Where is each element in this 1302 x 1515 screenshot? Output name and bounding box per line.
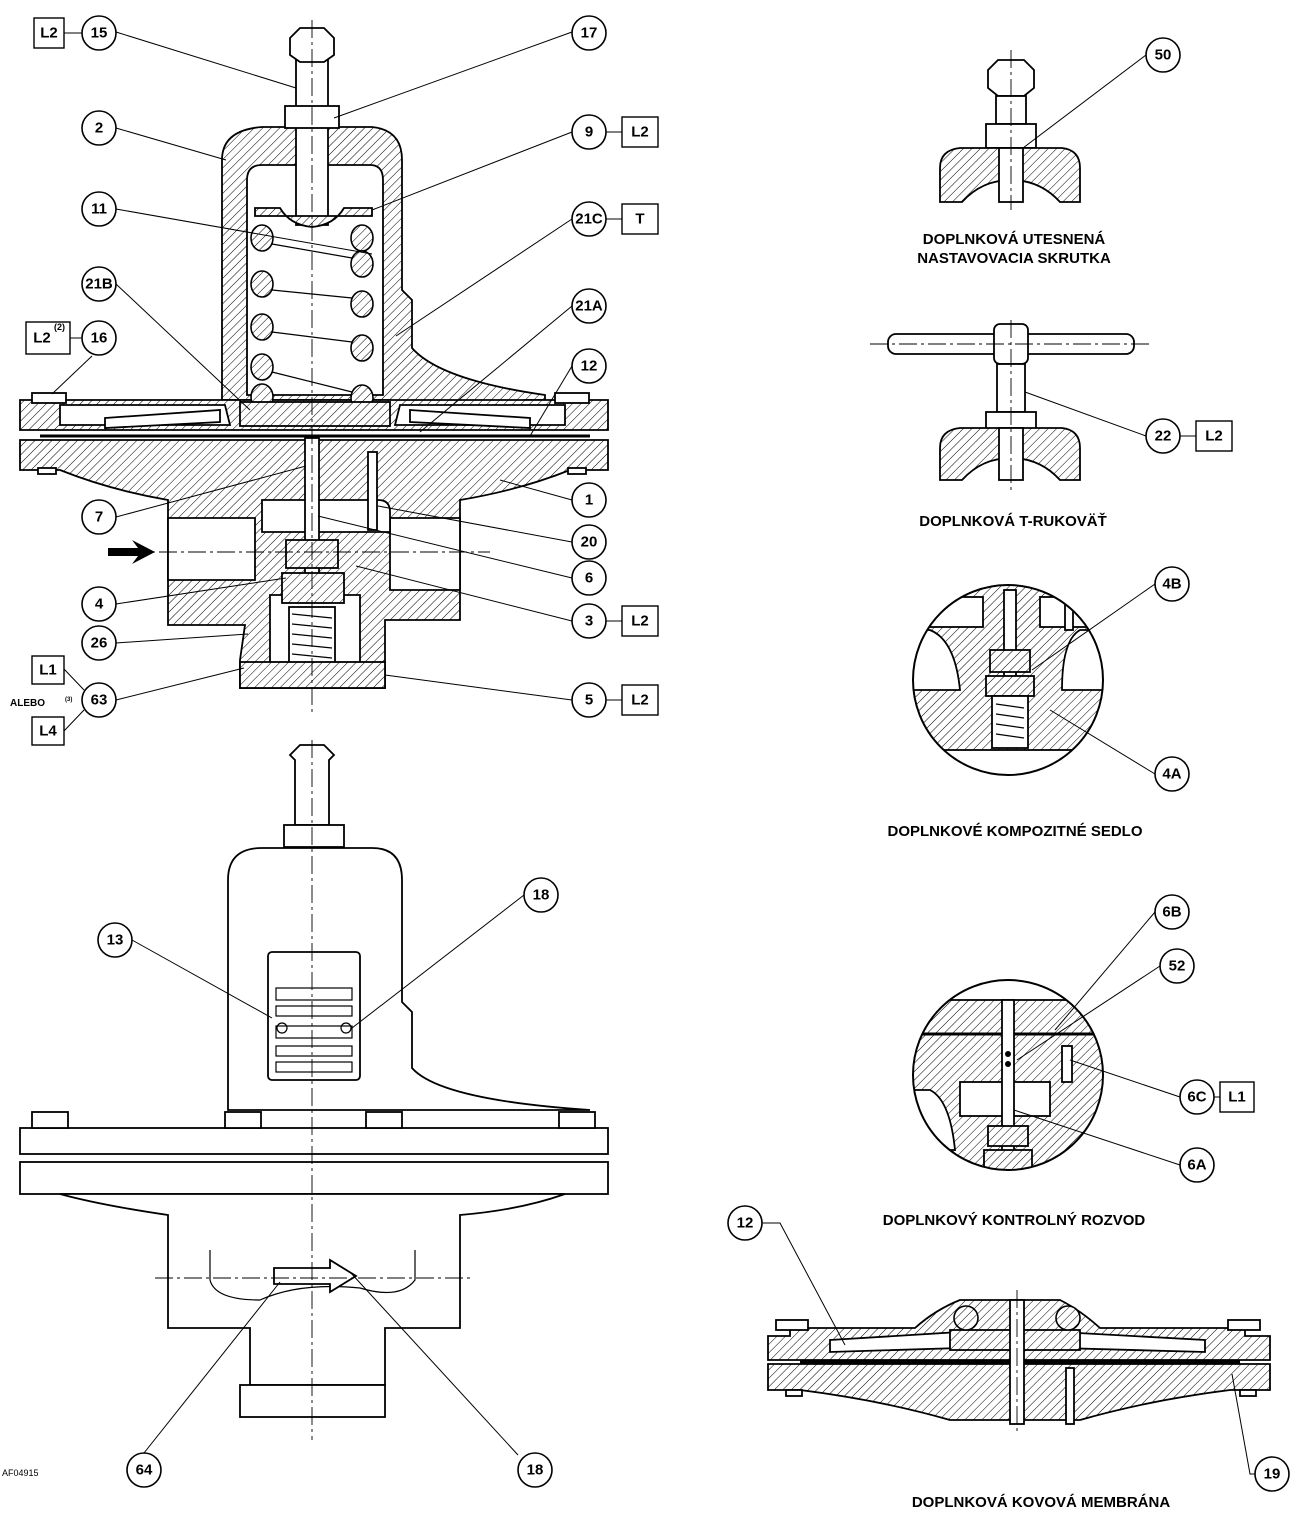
or-label: ALEBO [10,698,45,709]
exterior-lower-flange [19,1161,609,1195]
tag-l1: L1 [39,662,57,679]
detail-sealed-screw [939,50,1081,210]
spring-case-cavity [246,164,384,396]
caption-composite-seat: DOPLNKOVÉ KOMPOZITNÉ SEDLO [887,823,1142,840]
flow-direction-plate [273,1258,358,1294]
body-chamber [261,499,391,533]
callout-20: 20 [581,534,598,551]
outlet-port [389,517,461,591]
bottom-plug [239,661,386,689]
tag-l2: L2 [1205,428,1223,445]
callout-5: 5 [585,692,593,709]
callout-22: 22 [1155,428,1172,445]
callout-7: 7 [95,509,103,526]
callout-17: 17 [581,25,598,42]
exterior-bolts [31,1111,596,1129]
callout-4b: 4B [1162,576,1181,593]
tag-l2: L2 [631,613,649,630]
callout-6c: 6C [1187,1089,1206,1106]
flange-bolts [31,392,590,475]
callout-21c: 21C [575,211,603,228]
caption-sealed-screw-line2: NASTAVOVACIA SKRUTKA [917,250,1111,267]
captions: DOPLNKOVÁ UTESNENÁ NASTAVOVACIA SKRUTKA … [2,231,1170,1511]
callout-21a: 21A [575,298,603,315]
tag-l2: L2 [631,124,649,141]
callout-63: 63 [91,692,108,709]
caption-t-handle: DOPLNKOVÁ T-RUKOVÄŤ [919,512,1107,530]
callout-16: 16 [91,330,108,347]
exterior-upper-flange [19,1127,609,1155]
callout-52: 52 [1169,958,1186,975]
callout-50: 50 [1155,47,1172,64]
tag-l4: L4 [39,723,57,740]
callout-13: 13 [107,932,124,949]
caption-metal-diaphragm: DOPLNKOVÁ KOVOVÁ MEMBRÁNA [912,1494,1171,1511]
callout-12: 12 [737,1215,754,1232]
callout-21b: 21B [85,276,113,293]
callout-6: 6 [585,570,593,587]
upper-spring-seat [254,207,373,228]
main-section-view [19,20,609,715]
callout-2: 2 [95,120,103,137]
tag-l1: L1 [1228,1089,1246,1106]
exterior-body [59,1193,566,1386]
callout-12: 12 [581,358,598,375]
detail-metal-diaphragm [767,1290,1271,1432]
callout-15: 15 [91,25,108,42]
callout-11: 11 [91,201,107,218]
pitot-tube [367,451,378,531]
callout-1: 1 [585,492,593,509]
detail-control-line [912,979,1104,1171]
tag-l2: L2 [40,25,58,42]
bottom-nut [239,1384,386,1418]
tag-l2: L2 [631,692,649,709]
callout-26: 26 [91,635,108,652]
callout-4: 4 [95,596,104,613]
sealed-screw-head [987,59,1035,97]
detail-composite-seat [912,584,1104,776]
callout-18: 18 [527,1462,544,1479]
diaphragm-plate-ribs [104,409,531,429]
callout-64: 64 [136,1462,153,1479]
exterior-view [19,740,609,1440]
callout-9: 9 [585,124,593,141]
detail-t-handle [870,320,1150,490]
nameplate-lines [275,987,353,1073]
callout-6a: 6A [1187,1157,1206,1174]
tag-l2: L2 [33,330,51,347]
callout-19: 19 [1264,1466,1281,1483]
callout-3: 3 [585,613,593,630]
tag-t: T [635,211,644,228]
callout-6b: 6B [1162,904,1181,921]
figure-id: AF04915 [2,1468,39,1478]
diaphragm-plate [239,401,391,427]
callout-4a: 4A [1162,766,1181,783]
body-contour [209,1250,416,1301]
or-label-superscript: (3) [65,697,72,703]
tag-box [33,17,65,49]
caption-control-line: DOPLNKOVÝ KONTROLNÝ ROZVOD [883,1211,1146,1229]
callouts: L2 15 17 2 9 L2 11 21C T 21B 21A L2 (2) … [10,15,1290,1492]
exterior-locknut [283,824,345,848]
leader-lines [51,31,1255,1475]
valve-disc [281,572,345,604]
inlet-port [167,517,256,581]
caption-sealed-screw-line1: DOPLNKOVÁ UTESNENÁ [923,231,1106,248]
callout-18: 18 [533,887,550,904]
callout-circle [81,15,117,51]
tag-l2-superscript: (2) [54,322,65,332]
